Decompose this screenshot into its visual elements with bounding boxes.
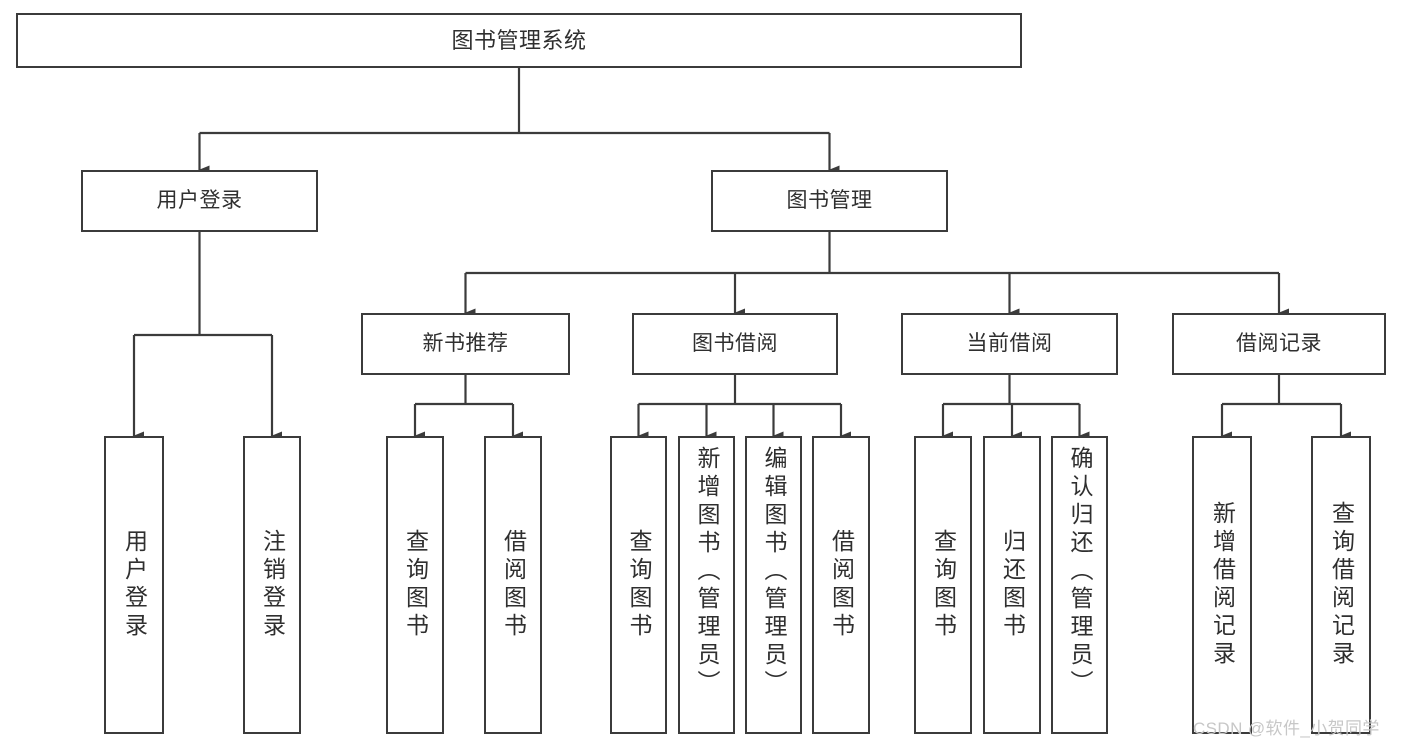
node-label: 新增借阅记录 xyxy=(1209,501,1236,669)
node-label: 归还图书 xyxy=(999,529,1026,641)
node-leaf-new-borrow[interactable]: 借阅图书 xyxy=(484,436,542,734)
node-leaf-cur-return[interactable]: 归还图书 xyxy=(983,436,1041,734)
node-leaf-new-query[interactable]: 查询图书 xyxy=(386,436,444,734)
node-leaf-br-lend[interactable]: 借阅图书 xyxy=(812,436,870,734)
node-label: 查询借阅记录 xyxy=(1328,501,1355,669)
node-leaf-br-add[interactable]: 新增图书（管理员） xyxy=(678,436,735,734)
node-label: 借阅图书 xyxy=(500,529,527,641)
node-label: 用户登录 xyxy=(156,188,243,212)
node-leaf-br-edit[interactable]: 编辑图书（管理员） xyxy=(745,436,802,734)
node-label: 查询图书 xyxy=(930,529,957,641)
node-label: 当前借阅 xyxy=(966,331,1053,355)
node-label: 借阅记录 xyxy=(1236,331,1322,355)
node-label: 新增图书（管理员） xyxy=(694,446,720,698)
node-label: 注销登录 xyxy=(259,529,286,641)
node-label: 确认归还（管理员） xyxy=(1067,446,1093,698)
node-records[interactable]: 借阅记录 xyxy=(1172,313,1386,375)
node-label: 查询图书 xyxy=(402,529,429,641)
csdn-watermark: CSDN @软件_小贺同学 xyxy=(1193,719,1380,738)
node-label: 图书管理系统 xyxy=(451,27,587,53)
tree-edges xyxy=(132,68,1351,441)
node-borrow[interactable]: 图书借阅 xyxy=(632,313,838,375)
node-leaf-br-query[interactable]: 查询图书 xyxy=(610,436,667,734)
node-label: 查询图书 xyxy=(626,529,652,641)
node-leaf-rec-add[interactable]: 新增借阅记录 xyxy=(1192,436,1252,734)
node-leaf-cur-query[interactable]: 查询图书 xyxy=(914,436,972,734)
node-leaf-user-login[interactable]: 用户登录 xyxy=(104,436,164,734)
node-leaf-cur-confirm[interactable]: 确认归还（管理员） xyxy=(1051,436,1108,734)
node-label: 新书推荐 xyxy=(422,331,509,355)
node-label: 用户登录 xyxy=(121,529,148,641)
node-label: 编辑图书（管理员） xyxy=(761,446,787,698)
node-label: 图书借阅 xyxy=(692,331,778,355)
node-label: 图书管理 xyxy=(786,188,873,212)
node-newbook[interactable]: 新书推荐 xyxy=(361,313,570,375)
node-root[interactable]: 图书管理系统 xyxy=(16,13,1022,68)
node-bookmgmt[interactable]: 图书管理 xyxy=(711,170,948,232)
node-leaf-user-logout[interactable]: 注销登录 xyxy=(243,436,301,734)
node-current[interactable]: 当前借阅 xyxy=(901,313,1118,375)
node-login[interactable]: 用户登录 xyxy=(81,170,318,232)
node-label: 借阅图书 xyxy=(828,529,855,641)
node-leaf-rec-query[interactable]: 查询借阅记录 xyxy=(1311,436,1371,734)
